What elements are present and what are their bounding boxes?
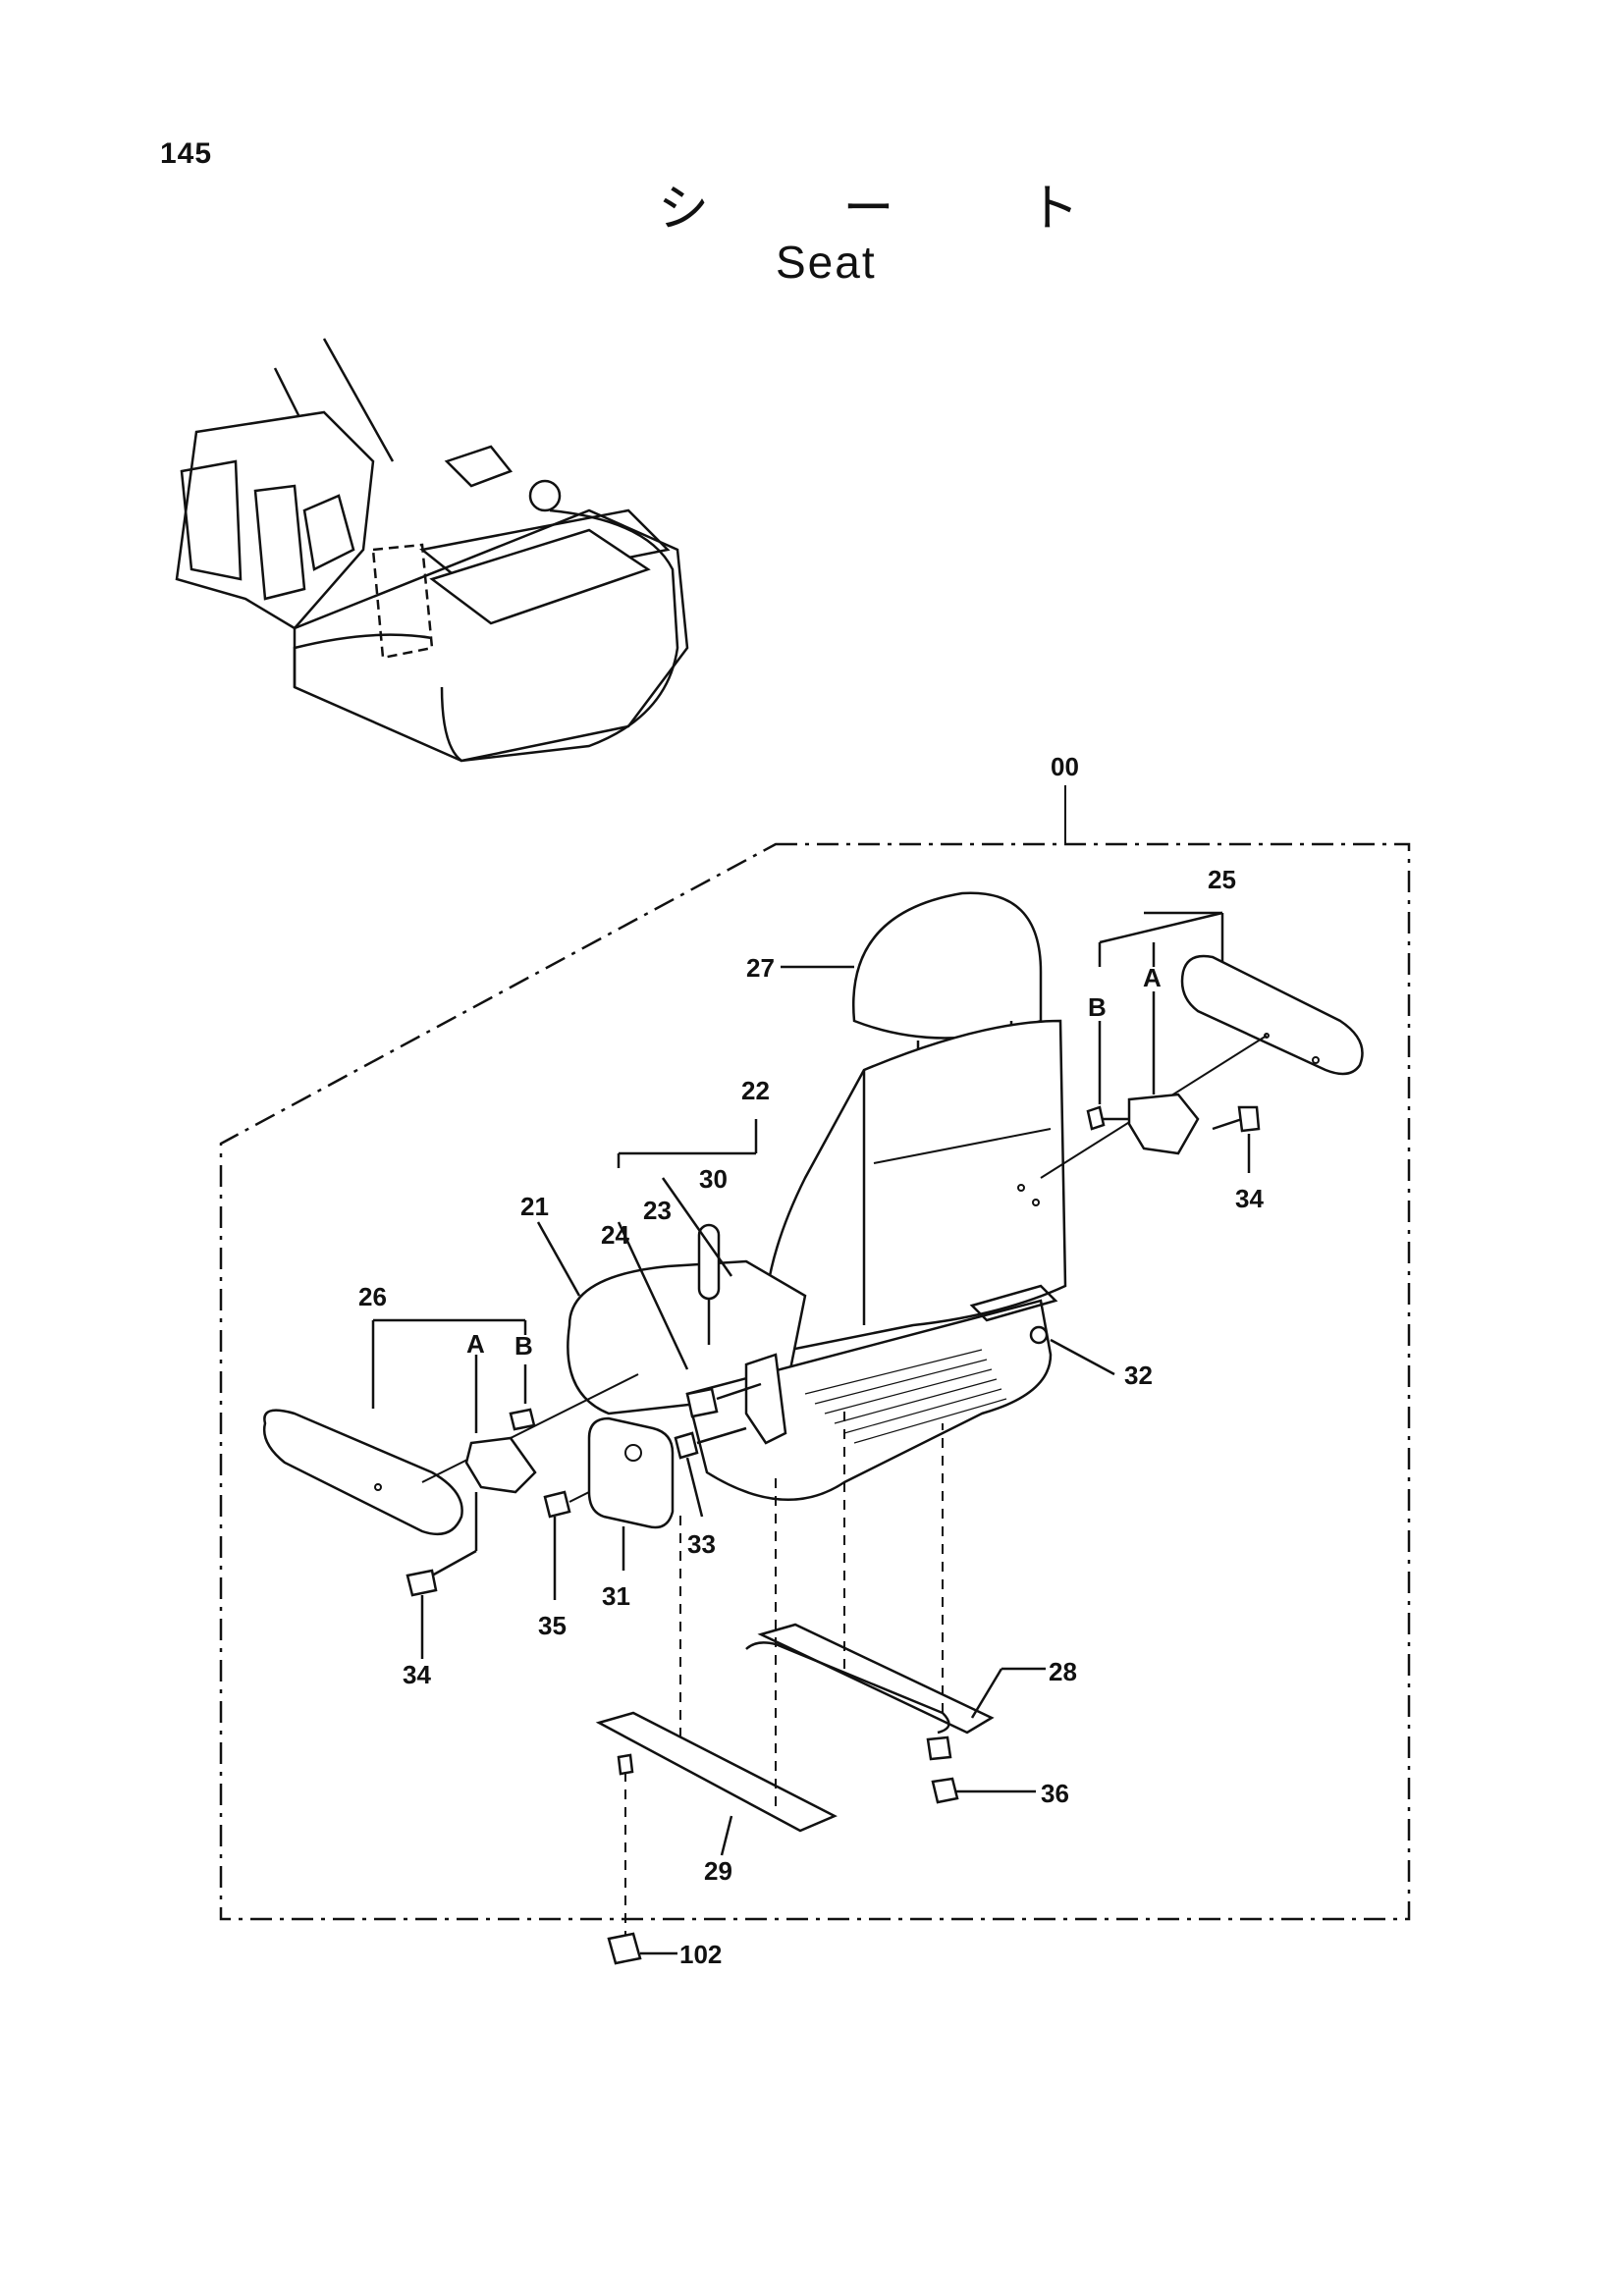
- callout-a-right: A: [1143, 963, 1162, 992]
- callout-30: 30: [699, 1164, 728, 1194]
- callout-34-right: 34: [1235, 1184, 1264, 1213]
- slide-rail-left: [595, 1472, 838, 1965]
- callout-23: 23: [643, 1196, 672, 1225]
- callout-28: 28: [1049, 1657, 1077, 1686]
- callout-29: 29: [704, 1856, 732, 1886]
- callout-b-left: B: [514, 1331, 533, 1361]
- callout-35: 35: [538, 1611, 567, 1640]
- callout-22: 22: [741, 1076, 770, 1105]
- seat-assembly: [567, 891, 1067, 1502]
- assembly-boundary: [219, 842, 1411, 1921]
- callout-32: 32: [1124, 1361, 1153, 1390]
- right-armrest: [1040, 911, 1364, 1179]
- callout-102: 102: [679, 1940, 722, 1969]
- callout-27: 27: [746, 953, 775, 983]
- left-armrest: [262, 1318, 639, 1659]
- storage-box: [587, 1416, 675, 1571]
- callout-31: 31: [602, 1581, 630, 1611]
- callout-b-right: B: [1088, 992, 1107, 1022]
- excavator-overview-illustration: [175, 338, 689, 763]
- callout-34-left: 34: [403, 1660, 431, 1689]
- callout-24: 24: [601, 1220, 629, 1250]
- callout-a-left: A: [466, 1329, 485, 1359]
- page-title-japanese: シ ー ト: [658, 180, 1139, 239]
- slide-rail-right: [745, 1404, 1046, 1804]
- callout-25: 25: [1208, 865, 1236, 894]
- callout-26: 26: [358, 1282, 387, 1311]
- page-title: Seat: [776, 237, 877, 288]
- page-number: 145: [160, 137, 213, 170]
- callout-36: 36: [1041, 1779, 1069, 1808]
- callout-33: 33: [687, 1529, 716, 1559]
- callout-21: 21: [520, 1192, 549, 1221]
- callout-00: 00: [1051, 752, 1079, 781]
